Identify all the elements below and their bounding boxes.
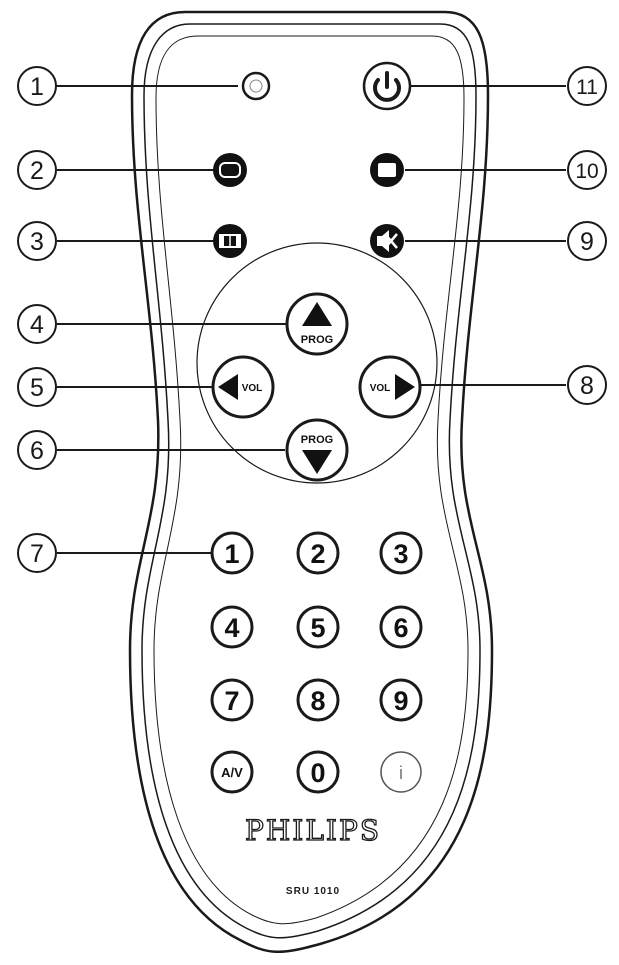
key-9[interactable]: 9 — [379, 678, 423, 722]
brand-logo: PHILIPS — [245, 814, 381, 847]
callout-11: 11 — [567, 66, 607, 106]
callout-1-label: 1 — [30, 73, 44, 101]
info-button[interactable]: i — [380, 751, 422, 793]
callout-9-label: 9 — [580, 228, 594, 256]
callout-3: 3 — [17, 221, 57, 261]
key-3[interactable]: 3 — [379, 531, 423, 575]
callout-10-label: 10 — [575, 160, 598, 183]
remote-body — [128, 10, 494, 953]
callout-7: 7 — [17, 533, 57, 573]
key-8[interactable]: 8 — [296, 678, 340, 722]
callout-6-label: 6 — [30, 437, 44, 465]
callout-4-label: 4 — [30, 311, 44, 339]
vol-left-button[interactable]: VOL — [211, 355, 275, 419]
led-icon — [249, 79, 263, 93]
key-0[interactable]: 0 — [296, 750, 340, 794]
vol-right-button[interactable]: VOL — [358, 355, 422, 419]
widescreen-icon — [219, 234, 241, 248]
av-button[interactable]: A/V — [210, 750, 254, 794]
callout-10: 10 — [567, 150, 607, 190]
dpad-ring — [196, 242, 438, 484]
callout-numbers: 1 2 3 4 5 6 7 8 9 10 11 — [17, 66, 607, 573]
callout-3-label: 3 — [30, 228, 44, 256]
callout-lines — [55, 85, 566, 554]
info-button-label: i — [399, 763, 403, 783]
key-1[interactable]: 1 — [210, 531, 254, 575]
square-icon — [378, 163, 396, 177]
callout-7-label: 7 — [30, 540, 44, 568]
key-7-label: 7 — [224, 686, 239, 716]
key-6-label: 6 — [393, 613, 408, 643]
key-7[interactable]: 7 — [210, 678, 254, 722]
format-button[interactable] — [213, 224, 247, 258]
prog-down-label: PROG — [301, 434, 333, 446]
key-4[interactable]: 4 — [210, 605, 254, 649]
callout-11-label: 11 — [576, 76, 598, 99]
key-4-label: 4 — [224, 613, 239, 643]
prog-up-button[interactable]: PROG — [285, 292, 349, 356]
key-5[interactable]: 5 — [296, 605, 340, 649]
triangle-left-icon — [218, 374, 238, 400]
vol-right-label: VOL — [370, 383, 391, 394]
key-2-label: 2 — [310, 539, 325, 569]
prog-up-label: PROG — [301, 334, 333, 346]
indicator-light — [241, 71, 271, 101]
callout-6: 6 — [17, 430, 57, 470]
key-0-label: 0 — [310, 758, 325, 788]
keypad: 1 2 3 4 5 6 7 8 9 A/V 0 i — [210, 531, 423, 794]
callout-2: 2 — [17, 150, 57, 190]
key-1-label: 1 — [224, 539, 239, 569]
callout-2-label: 2 — [30, 157, 44, 185]
key-5-label: 5 — [310, 613, 325, 643]
key-8-label: 8 — [310, 686, 325, 716]
menu-button-right[interactable] — [370, 153, 404, 187]
key-6[interactable]: 6 — [379, 605, 423, 649]
model-number: SRU 1010 — [286, 886, 340, 897]
speaker-mute-icon — [377, 230, 398, 252]
callout-5-label: 5 — [30, 374, 44, 402]
callout-1: 1 — [17, 66, 57, 106]
callout-8: 8 — [567, 365, 607, 405]
triangle-down-icon — [302, 450, 332, 474]
prog-down-button[interactable]: PROG — [285, 418, 349, 482]
callout-4: 4 — [17, 304, 57, 344]
key-3-label: 3 — [393, 539, 408, 569]
triangle-up-icon — [302, 302, 332, 326]
av-button-label: A/V — [221, 765, 243, 780]
power-icon — [373, 71, 401, 102]
rounded-rect-icon — [219, 162, 241, 178]
key-2[interactable]: 2 — [296, 531, 340, 575]
callout-5: 5 — [17, 367, 57, 407]
triangle-right-icon — [395, 374, 415, 400]
menu-button-left[interactable] — [213, 153, 247, 187]
callout-9: 9 — [567, 221, 607, 261]
key-9-label: 9 — [393, 686, 408, 716]
power-button[interactable] — [362, 61, 412, 111]
vol-left-label: VOL — [242, 383, 263, 394]
mute-button[interactable] — [370, 224, 404, 258]
callout-8-label: 8 — [580, 372, 594, 400]
